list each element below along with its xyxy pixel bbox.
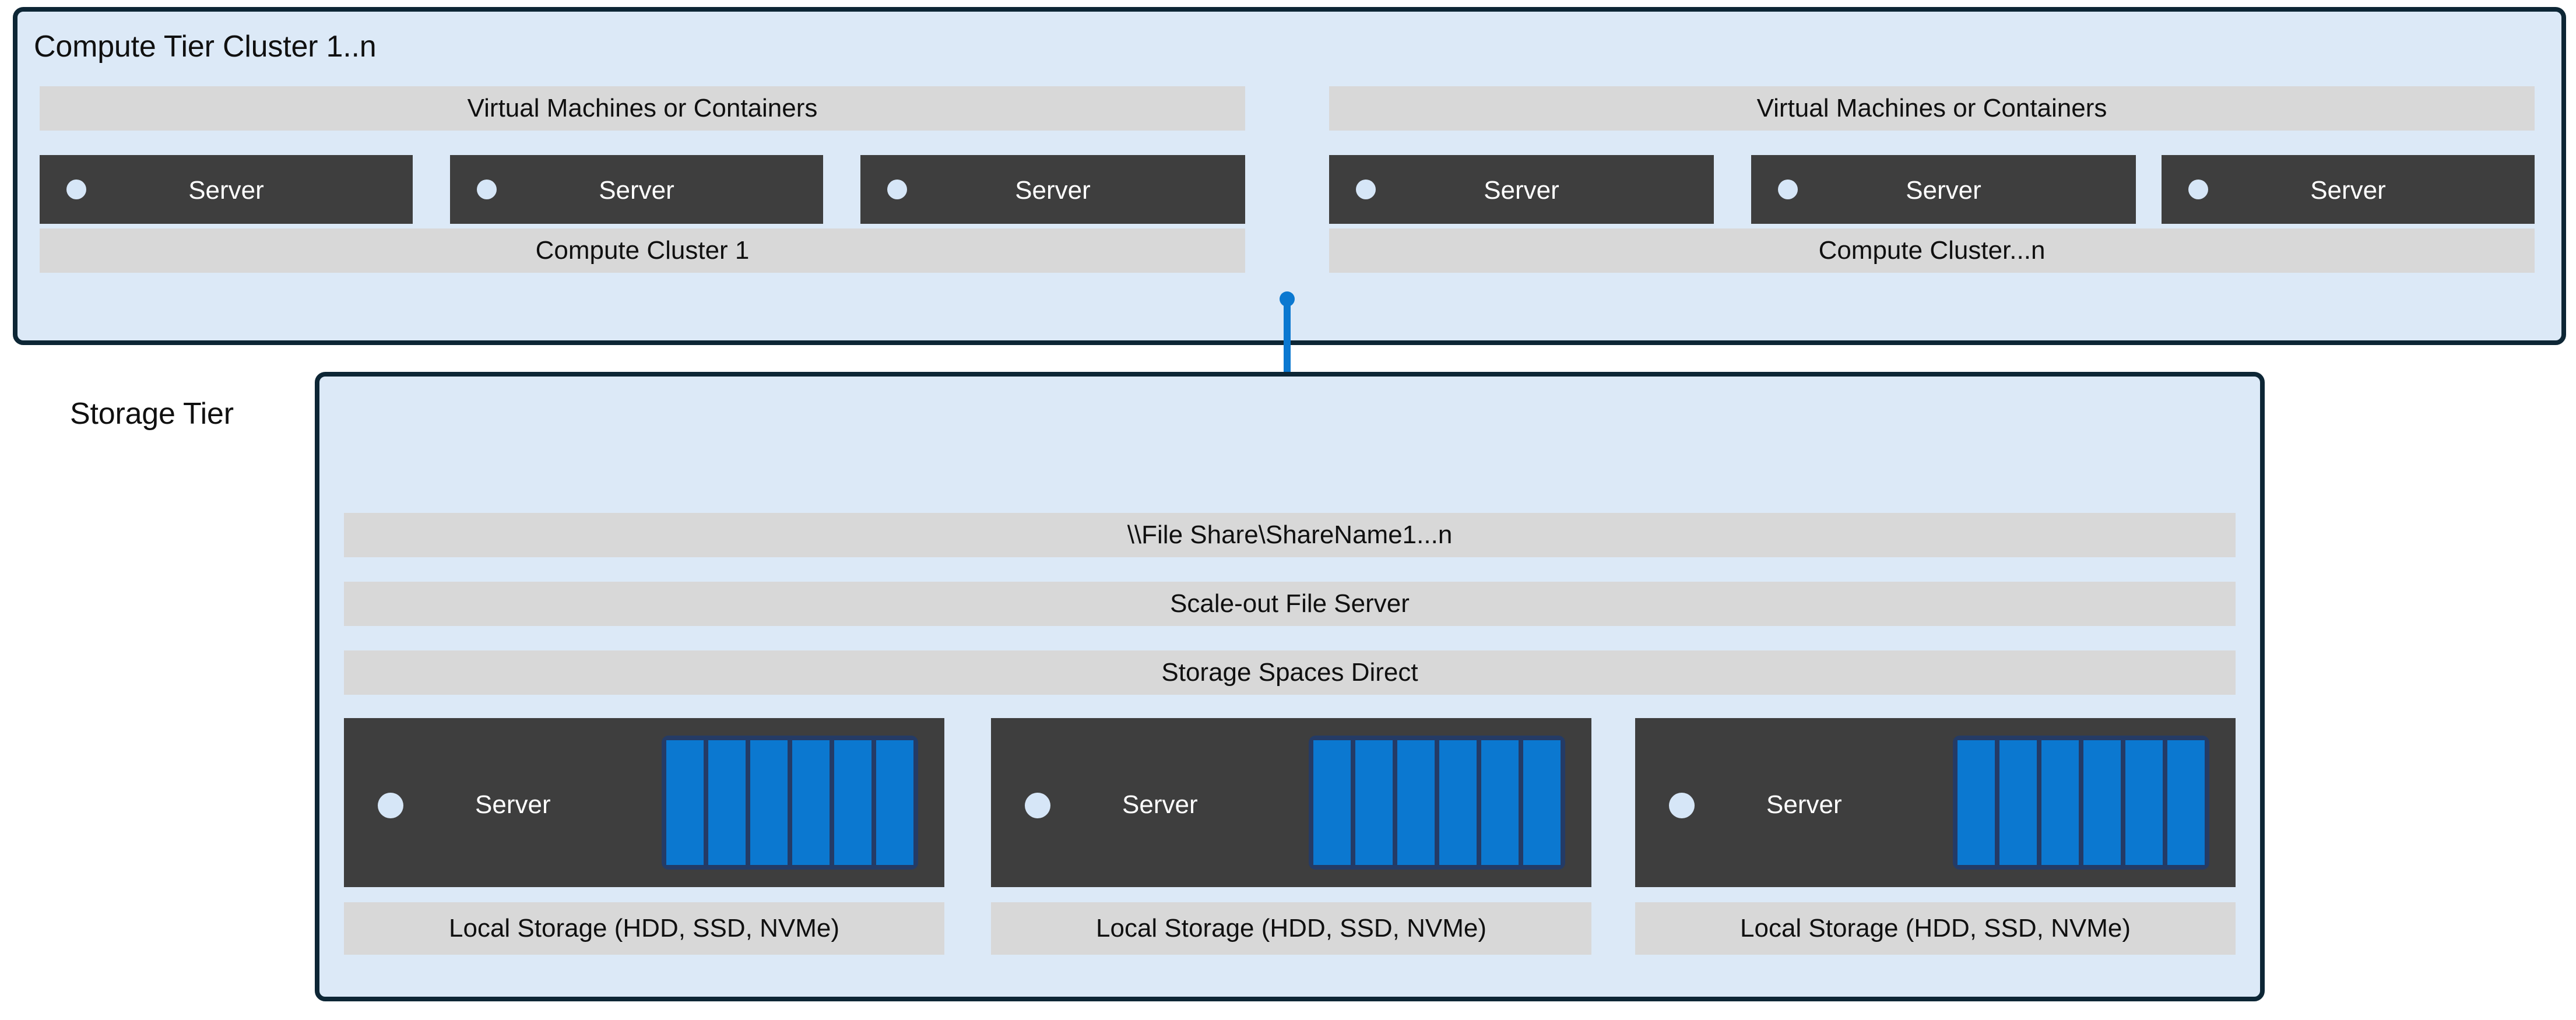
disk-bar <box>792 740 830 865</box>
server-status-led <box>1356 180 1376 199</box>
compute-cluster-n-name: Compute Cluster...n <box>1818 236 2046 265</box>
compute-cluster-n-server-2[interactable]: Server <box>1751 155 2136 224</box>
storage-node-1-server[interactable]: Server <box>344 718 944 887</box>
server-label: Server <box>1906 176 1981 205</box>
server-label: Server <box>2310 176 2386 205</box>
storage-spaces-direct-bar: Storage Spaces Direct <box>344 650 2236 695</box>
server-label: Server <box>599 176 674 205</box>
storage-node-3-local-storage-label: Local Storage (HDD, SSD, NVMe) <box>1740 914 2131 942</box>
storage-node-1-disk-array <box>662 736 918 870</box>
disk-bar <box>2167 740 2205 865</box>
compute-cluster-1-server-2[interactable]: Server <box>450 155 823 224</box>
disk-bar <box>708 740 746 865</box>
server-status-led <box>887 180 907 199</box>
disk-bar <box>2041 740 2079 865</box>
compute-cluster-1-server-1[interactable]: Server <box>40 155 413 224</box>
compute-cluster-1-server-3[interactable]: Server <box>860 155 1245 224</box>
server-status-led <box>2188 180 2208 199</box>
storage-node-1-local-storage-label: Local Storage (HDD, SSD, NVMe) <box>449 914 839 942</box>
server-status-led <box>1669 793 1695 818</box>
disk-bar <box>1397 740 1435 865</box>
storage-spaces-direct-label: Storage Spaces Direct <box>1161 658 1418 687</box>
server-label: Server <box>1766 790 1842 819</box>
server-status-led <box>66 180 86 199</box>
file-share-label: \\File Share\ShareName1...n <box>1127 520 1453 549</box>
disk-bar <box>2125 740 2163 865</box>
disk-bar <box>1481 740 1519 865</box>
compute-tier-panel <box>13 7 2566 345</box>
disk-bar <box>1439 740 1477 865</box>
disk-bar <box>1355 740 1393 865</box>
disk-bar <box>1523 740 1561 865</box>
compute-cluster-1-name-bar: Compute Cluster 1 <box>40 228 1245 273</box>
scale-out-file-server-bar: Scale-out File Server <box>344 582 2236 626</box>
storage-node-3-local-storage-bar: Local Storage (HDD, SSD, NVMe) <box>1635 902 2236 955</box>
disk-bar <box>1958 740 1995 865</box>
disk-bar <box>1313 740 1351 865</box>
compute-cluster-n-vm-bar: Virtual Machines or Containers <box>1329 86 2535 131</box>
storage-node-3-disk-array <box>1953 736 2209 870</box>
compute-cluster-n-server-1[interactable]: Server <box>1329 155 1714 224</box>
compute-tier-title: Compute Tier Cluster 1..n <box>34 30 377 64</box>
file-share-bar: \\File Share\ShareName1...n <box>344 513 2236 557</box>
disk-bar <box>666 740 704 865</box>
compute-cluster-1-vm-label: Virtual Machines or Containers <box>467 94 818 122</box>
server-status-led <box>378 793 403 818</box>
server-status-led <box>477 180 497 199</box>
disk-bar <box>876 740 913 865</box>
disk-bar <box>750 740 788 865</box>
server-label: Server <box>1122 790 1198 819</box>
compute-cluster-1-vm-bar: Virtual Machines or Containers <box>40 86 1245 131</box>
compute-cluster-n-name-bar: Compute Cluster...n <box>1329 228 2535 273</box>
storage-node-2-server[interactable]: Server <box>991 718 1591 887</box>
storage-node-3-server[interactable]: Server <box>1635 718 2236 887</box>
disk-bar <box>1999 740 2037 865</box>
server-label: Server <box>475 790 551 819</box>
scale-out-file-server-label: Scale-out File Server <box>1170 589 1410 618</box>
server-label: Server <box>188 176 264 205</box>
server-status-led <box>1025 793 1050 818</box>
storage-node-2-local-storage-bar: Local Storage (HDD, SSD, NVMe) <box>991 902 1591 955</box>
storage-node-2-disk-array <box>1309 736 1565 870</box>
server-label: Server <box>1015 176 1091 205</box>
storage-tier-title: Storage Tier <box>70 397 234 431</box>
disk-bar <box>834 740 871 865</box>
compute-cluster-1-name: Compute Cluster 1 <box>535 236 750 265</box>
disk-bar <box>2083 740 2121 865</box>
storage-node-2-local-storage-label: Local Storage (HDD, SSD, NVMe) <box>1096 914 1486 942</box>
storage-node-1-local-storage-bar: Local Storage (HDD, SSD, NVMe) <box>344 902 944 955</box>
server-status-led <box>1778 180 1798 199</box>
server-label: Server <box>1484 176 1559 205</box>
compute-cluster-n-vm-label: Virtual Machines or Containers <box>1756 94 2107 122</box>
compute-cluster-n-server-3[interactable]: Server <box>2162 155 2535 224</box>
